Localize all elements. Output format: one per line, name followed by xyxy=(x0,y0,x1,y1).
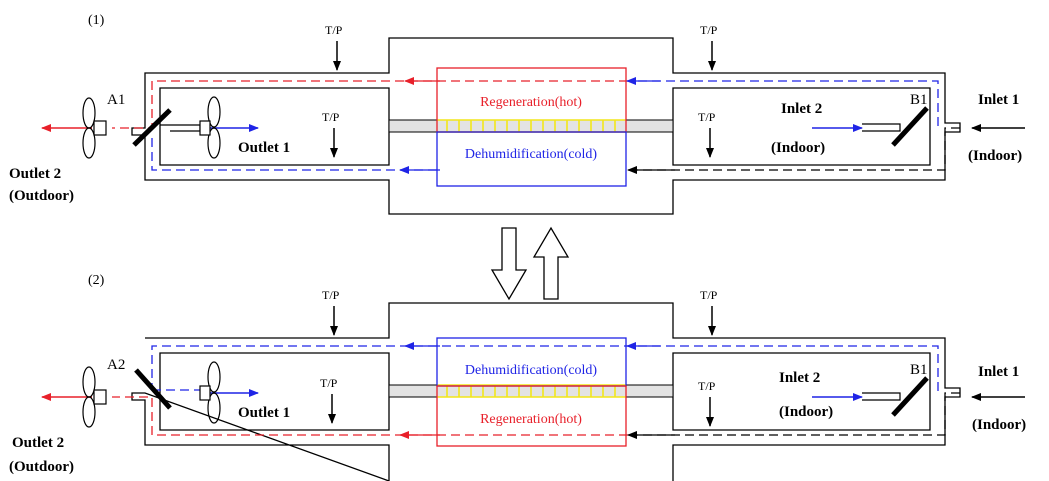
red-flow-path xyxy=(112,80,628,129)
fan-icon xyxy=(160,96,221,159)
inlet-1-sublabel: (Indoor) xyxy=(968,148,1022,164)
tp-probes: T/P T/P T/P T/P xyxy=(322,23,718,158)
zone-bottom-label: Regeneration(hot) xyxy=(480,412,582,427)
tp-probes: T/P T/P T/P T/P xyxy=(320,288,718,427)
fan-icon xyxy=(199,361,221,424)
black-flow-path xyxy=(630,127,960,171)
damper-left-label: A1 xyxy=(107,92,125,108)
tp-label: T/P xyxy=(322,288,340,302)
dehumidification-zone xyxy=(436,337,627,387)
outlet-1-label: Outlet 1 xyxy=(238,140,290,156)
damper-right-label: B1 xyxy=(910,92,928,108)
tp-label: T/P xyxy=(698,379,716,393)
damper-b xyxy=(891,376,929,417)
desiccant-coating xyxy=(437,384,626,398)
inlet-1-label: Inlet 1 xyxy=(978,364,1019,380)
panel-1-label: (1) xyxy=(88,13,105,28)
tp-label: T/P xyxy=(325,23,343,37)
outlet-2-label: Outlet 2 xyxy=(12,435,64,451)
housing xyxy=(131,37,961,215)
damper-right-label: B1 xyxy=(910,362,928,378)
damper-b xyxy=(891,106,929,147)
fan-icon xyxy=(82,366,107,428)
up-arrow-icon xyxy=(532,226,570,300)
tp-label: T/P xyxy=(700,23,718,37)
inlet-2-sublabel: (Indoor) xyxy=(771,140,825,156)
housing xyxy=(131,302,961,481)
blue-flow-path xyxy=(151,345,939,391)
inlet-1-label: Inlet 1 xyxy=(978,92,1019,108)
outlet-2-sublabel: (Outdoor) xyxy=(9,188,74,204)
desiccant-bed xyxy=(388,119,674,133)
tp-label: T/P xyxy=(698,110,716,124)
inlet-2-label: Inlet 2 xyxy=(781,101,822,117)
blue-flow-path xyxy=(151,80,939,171)
outlet-1-label: Outlet 1 xyxy=(238,405,290,421)
black-flow-path xyxy=(630,392,960,436)
panel-2-label: (2) xyxy=(88,273,105,288)
regeneration-zone xyxy=(436,385,627,447)
inlet-duct xyxy=(862,392,901,401)
red-flow-path xyxy=(112,396,628,436)
outlet-2-label: Outlet 2 xyxy=(9,166,61,182)
panel-1: (1) Regeneration xyxy=(9,13,1025,215)
desiccant-bed xyxy=(388,384,674,398)
down-arrow-icon xyxy=(490,227,528,301)
panel-2: (2) Dehumidification(cold) xyxy=(9,273,1026,481)
inlet-2-label: Inlet 2 xyxy=(779,370,820,386)
tp-label: T/P xyxy=(700,288,718,302)
outlet-2-sublabel: (Outdoor) xyxy=(9,459,74,475)
inlet-2-sublabel: (Indoor) xyxy=(779,404,833,420)
zone-top-label: Dehumidification(cold) xyxy=(465,363,598,378)
dehumidification-zone xyxy=(436,131,627,187)
damper-a xyxy=(132,108,172,147)
zone-bottom-label: Dehumidification(cold) xyxy=(465,147,598,162)
switch-arrows xyxy=(490,226,570,301)
damper-left-label: A2 xyxy=(107,357,125,373)
tp-label: T/P xyxy=(320,376,338,390)
tp-label: T/P xyxy=(322,110,340,124)
damper-a xyxy=(134,368,172,410)
inlet-duct xyxy=(862,123,901,132)
inlet-1-sublabel: (Indoor) xyxy=(972,417,1026,433)
zone-top-label: Regeneration(hot) xyxy=(480,95,582,110)
fan-icon xyxy=(82,97,107,159)
